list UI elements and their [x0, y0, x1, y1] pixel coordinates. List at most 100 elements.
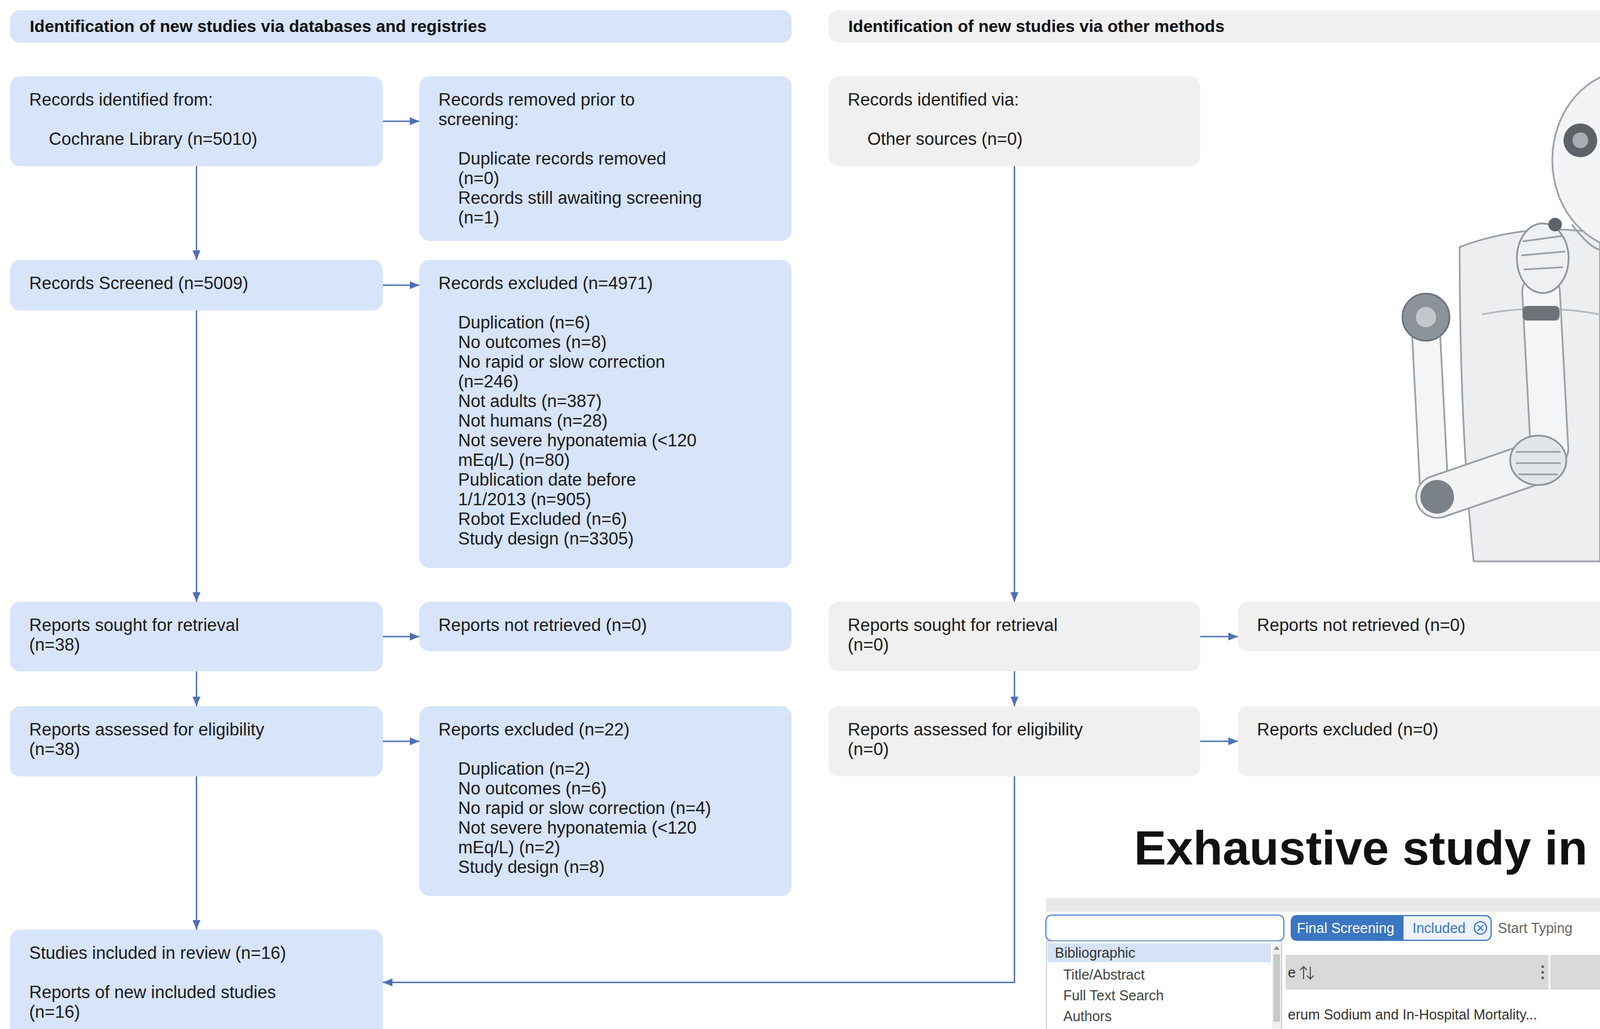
- box-heading: Studies included in review (n=16): [29, 943, 305, 963]
- section-header: Identification of new studies via other …: [828, 10, 1600, 43]
- robot-elbow: [1420, 480, 1455, 514]
- box-heading: Reports assessed for eligibility (n=38): [29, 719, 271, 760]
- box-item: Publication date before 1/1/2013 (n=905): [458, 469, 703, 510]
- flow-arrow: [1013, 166, 1016, 602]
- box-item: Not severe hyponatemia (<120 mEq/L) (n=2…: [458, 817, 717, 858]
- box-item: Robot Excluded (n=6): [458, 509, 703, 529]
- filter-label: Final Screening: [1296, 919, 1395, 937]
- sort-icon: [1300, 966, 1314, 980]
- robot-upper-arm: [1411, 331, 1449, 495]
- flow-arrow: [382, 740, 420, 743]
- box-heading: Identification of new studies via other …: [848, 16, 1581, 36]
- box-item: Not severe hyponatemia (<120 mEq/L) (n=8…: [458, 430, 703, 470]
- exclusion-box: Reports not retrieved (n=0): [1237, 601, 1600, 652]
- table-header: [1285, 954, 1600, 990]
- robot-fist-fingers: [1515, 451, 1561, 475]
- robot-hand: [1516, 223, 1569, 294]
- column-divider: [1548, 954, 1551, 990]
- box-item: Duplication (n=6): [458, 312, 703, 333]
- result-box: Studies included in review (n=16) Reports…: [10, 929, 383, 1029]
- box-heading: Records excluded (n=4971): [438, 273, 773, 294]
- menu-dot: [1541, 976, 1545, 980]
- dropdown-item: Title/Abstract: [1063, 966, 1145, 984]
- robot-shoulder-cap: [1415, 307, 1437, 328]
- box-heading: Reports assessed for eligibility (n=0): [847, 719, 1090, 760]
- flow-arrow: [195, 776, 198, 930]
- box-heading: Reports excluded (n=22): [438, 719, 773, 740]
- flow-arrow: [382, 120, 420, 123]
- box-item: Other sources (n=0): [867, 129, 1182, 149]
- robot-illustration: [1402, 70, 1600, 562]
- box-item: Study design (n=8): [458, 857, 717, 877]
- exclusion-box: Records excluded (n=4971) Duplication (n=…: [419, 259, 792, 569]
- process-box: Reports assessed for eligibility (n=38): [10, 706, 383, 777]
- box-item: Not adults (n=387): [458, 391, 703, 411]
- remove-icon-cross: [1477, 925, 1484, 931]
- flow-arrow: [195, 310, 198, 602]
- robot-fist: [1510, 435, 1567, 486]
- flow-arrow: [1200, 740, 1238, 743]
- table-cell: erum Sodium and In-Hospital Mortality...: [1287, 1006, 1538, 1023]
- dropdown-highlight: [1047, 943, 1272, 963]
- remove-icon: [1474, 921, 1487, 935]
- box-item: Duplicate records removed (n=0): [458, 148, 703, 189]
- flow-arrow: [1200, 636, 1238, 638]
- robot-fingers: [1521, 235, 1566, 270]
- box-item: No outcomes (n=6): [458, 778, 717, 799]
- box-item: Records still awaiting screening (n=1): [458, 188, 703, 228]
- robot-ear: [1563, 123, 1598, 158]
- software-screenshot: [1045, 898, 1600, 1029]
- scrollbar-thumb: [1273, 954, 1280, 1022]
- process-box: Records identified from: Cochrane Library…: [10, 76, 383, 167]
- process-box: Reports assessed for eligibility (n=0): [828, 706, 1201, 777]
- box-heading: Reports sought for retrieval (n=38): [29, 615, 271, 655]
- search-input: [1045, 915, 1284, 941]
- box-item: Duplication (n=2): [458, 759, 717, 779]
- exclusion-box: Reports excluded (n=22) Duplication (n=2)…: [419, 706, 792, 896]
- section-header: Identification of new studies via databa…: [10, 10, 792, 43]
- box-item: Study design (n=3305): [458, 528, 703, 549]
- process-box: Reports sought for retrieval (n=0): [828, 601, 1201, 672]
- dropdown-item: Bibliographic: [1054, 944, 1136, 962]
- robot-ear-center: [1572, 132, 1589, 149]
- exclusion-box: Reports excluded (n=0): [1237, 706, 1600, 777]
- box-heading: Records Screened (n=5009): [29, 273, 364, 294]
- placeholder-text: Start Typing: [1497, 919, 1573, 937]
- robot-wrist: [1522, 305, 1560, 321]
- box-heading: Identification of new studies via databa…: [29, 16, 772, 36]
- exclusion-box: Reports not retrieved (n=0): [419, 601, 792, 652]
- menu-dot: [1541, 965, 1545, 969]
- box-item: No rapid or slow correction (n=4): [458, 798, 717, 818]
- box-heading: Reports sought for retrieval (n=0): [847, 615, 1090, 655]
- process-box: Records identified via: Other sources (n=…: [828, 76, 1201, 167]
- box-heading: Reports excluded (n=0): [1256, 719, 1581, 740]
- box-heading: Records identified from:: [29, 89, 364, 110]
- dropdown-panel: [1046, 941, 1282, 1029]
- column-header: e: [1287, 963, 1296, 981]
- flow-arrow: [1013, 671, 1016, 707]
- box-item: Cochrane Library (n=5010): [48, 129, 364, 149]
- box-item: No outcomes (n=8): [458, 332, 703, 352]
- process-box: Records Screened (n=5009): [10, 259, 383, 311]
- robot-shoulder: [1402, 293, 1450, 341]
- flow-arrow: [195, 671, 198, 707]
- box-item: No rapid or slow correction (n=246): [458, 352, 703, 392]
- filter-label: Included: [1412, 919, 1466, 937]
- dropdown-item: Full Text Search: [1063, 986, 1164, 1004]
- box-heading: Reports not retrieved (n=0): [1256, 615, 1581, 635]
- robot-knuckle: [1548, 217, 1562, 232]
- box-heading: Records identified via:: [847, 89, 1182, 110]
- filter-pill: [1402, 915, 1492, 941]
- robot-jaw: [1571, 224, 1600, 250]
- slide-heading: Exhaustive study in: [1134, 820, 1588, 875]
- scrollbar-arrow: [1273, 945, 1280, 950]
- process-box: Reports sought for retrieval (n=38): [10, 601, 383, 672]
- box-heading: Records removed prior to screening:: [438, 89, 703, 130]
- box-item: Reports of new included studies (n=16): [29, 982, 305, 1022]
- scrollbar-track: [1272, 943, 1282, 1029]
- flow-arrow: [382, 284, 420, 287]
- exclusion-box: Records removed prior to screening: Dupli…: [419, 76, 792, 241]
- box-item: Not humans (n=28): [458, 410, 703, 431]
- filter-pill: [1290, 915, 1403, 941]
